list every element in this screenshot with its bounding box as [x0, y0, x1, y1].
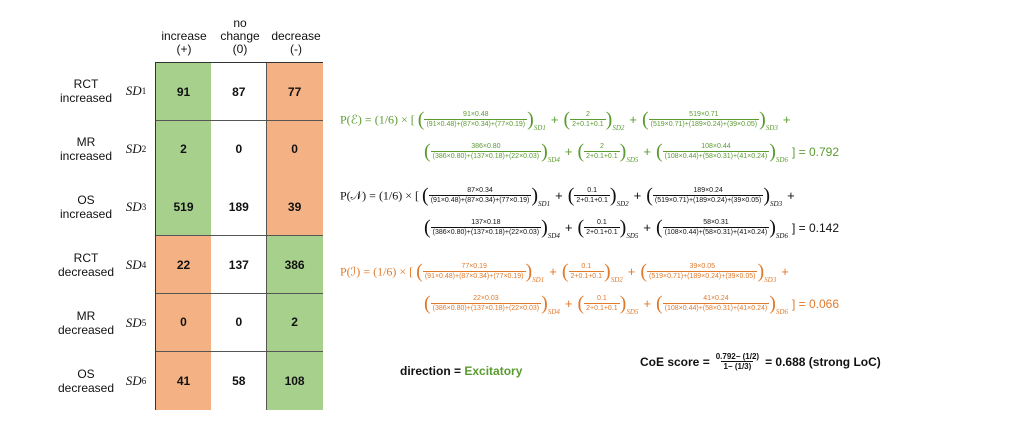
table-cell: 22: [156, 236, 212, 295]
table-cell: 108: [266, 351, 323, 410]
fraction: 137×0.18(386×0.80)+(137×0.18)+(22×0.03): [430, 219, 542, 236]
table-cell: 0: [156, 293, 212, 352]
direction-value: Excitatory: [464, 364, 523, 378]
table-cell: 0: [266, 120, 323, 179]
fraction: 39×0.05(519×0.71)+(189×0.24)+(39×0.05): [647, 263, 758, 280]
fraction: 87×0.34(91×0.48)+(87×0.34)+(77×0.19): [428, 187, 532, 204]
equation-I-line1: P(ℐ) = (1/6) × [ (77×0.19(91×0.48)+(87×0…: [340, 260, 789, 284]
equation-N-line1: P(𝒩) = (1/6) × [ (87×0.34(91×0.48)+(87×0…: [340, 184, 795, 208]
equation-E-line2: (386×0.80(386×0.80)+(137×0.18)+(22×0.03)…: [424, 140, 839, 164]
equation-N-line2: (137×0.18(386×0.80)+(137×0.18)+(22×0.03)…: [424, 216, 839, 240]
column-header-2: decrease(-): [271, 29, 321, 56]
table-cell: 0: [211, 120, 268, 179]
direction-text: direction = Excitatory: [400, 364, 523, 378]
equation-I-line2: (22×0.03(386×0.80)+(137×0.18)+(22×0.03))…: [424, 292, 839, 316]
table-cell: 77: [266, 63, 323, 121]
table-cell: 0: [211, 293, 268, 352]
table-cell: 2: [266, 293, 323, 352]
table-cell: 39: [266, 178, 323, 237]
table-cell: 2: [156, 120, 212, 179]
fraction: 58×0.31(108×0.44)+(58×0.31)+(41×0.24): [662, 219, 770, 236]
equation-E-line1: P(ℰ) = (1/6) × [ (91×0.48(91×0.48)+(87×0…: [340, 108, 791, 132]
table-cell: 87: [211, 63, 268, 121]
table-cell: 91: [156, 63, 212, 121]
fraction: 519×0.71(519×0.71)+(189×0.24)+(39×0.05): [648, 111, 760, 128]
fraction: 386×0.80(386×0.80)+(137×0.18)+(22×0.03): [430, 143, 542, 160]
fraction: 22×0.03(386×0.80)+(137×0.18)+(22×0.03): [430, 295, 542, 312]
coe-score: CoE score = 0.792− (1/2) 1− (1/3) = 0.68…: [640, 352, 881, 371]
fraction: 41×0.24(108×0.44)+(58×0.31)+(41×0.24): [662, 295, 770, 312]
table-cell: 58: [211, 351, 268, 410]
column-header-0: increase(+): [161, 29, 207, 56]
fraction: 108×0.44(108×0.44)+(58×0.31)+(41×0.24): [662, 143, 770, 160]
table-cell: 519: [156, 178, 212, 237]
table-cell: 41: [156, 351, 212, 410]
fraction: 91×0.48(91×0.48)+(87×0.34)+(77×0.19): [424, 111, 528, 128]
fraction: 77×0.19(91×0.48)+(87×0.34)+(77×0.19): [422, 263, 526, 280]
table-cell: 137: [211, 236, 268, 295]
table-cell: 189: [211, 178, 268, 237]
fraction: 189×0.24(519×0.71)+(189×0.24)+(39×0.05): [652, 187, 764, 204]
table-cell: 386: [266, 236, 323, 295]
